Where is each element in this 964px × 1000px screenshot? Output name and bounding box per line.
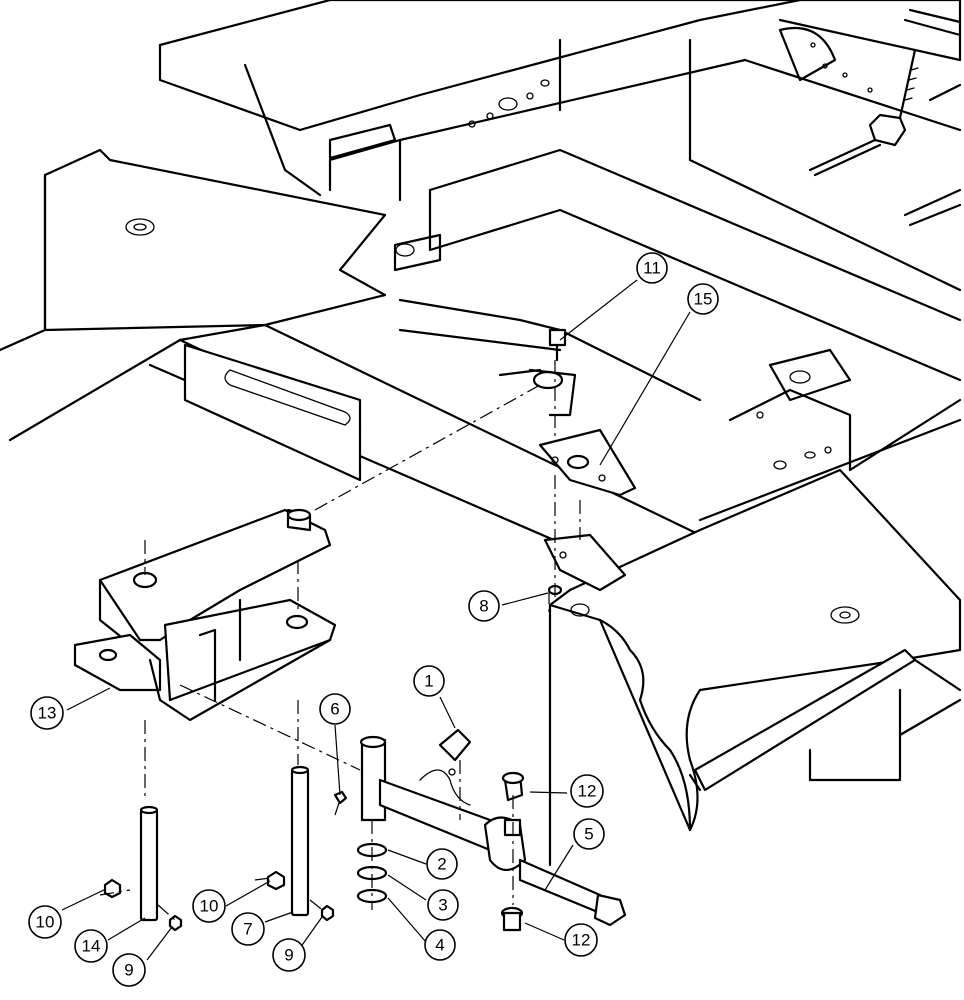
callout-3: 3 [427,889,459,921]
callout-12-bottom: 12 [564,923,598,957]
callout-label: 14 [82,937,101,956]
callout-9-right: 9 [272,938,306,972]
callout-13: 13 [30,696,64,730]
callout-4: 4 [424,929,456,961]
small-brackets [528,328,637,596]
callout-9-left: 9 [112,953,146,987]
callout-1: 1 [413,665,445,697]
callout-15: 15 [687,283,719,315]
callout-label: 15 [694,290,713,309]
callout-6: 6 [319,693,351,725]
callout-label: 7 [243,920,252,939]
callout-label: 9 [284,946,293,965]
callout-label: 13 [38,704,57,723]
callout-label: 10 [36,913,55,932]
callout-7: 7 [231,912,265,946]
main-rail [148,233,702,562]
pivot-bracket [73,508,337,722]
deck-frame [158,0,962,382]
callout-5: 5 [573,818,605,850]
callout-label: 11 [643,259,661,278]
right-lower-plate [548,468,962,867]
center-lines [99,360,581,921]
callout-label: 10 [200,897,219,916]
callout-label: 12 [572,931,591,950]
callout-label: 4 [435,936,444,955]
callout-label: 12 [578,782,597,801]
callout-label: 6 [330,700,339,719]
callout-10-right: 10 [192,889,226,923]
callout-8: 8 [468,590,500,622]
pins [103,765,335,932]
callout-label: 9 [124,961,133,980]
right-frame [698,348,962,522]
callout-label: 3 [438,896,447,915]
callout-label: 1 [424,672,433,691]
callout-12-top: 12 [570,774,604,808]
callout-10-left: 10 [28,905,62,939]
leader-lines [61,279,691,961]
callout-label: 8 [479,597,488,616]
callout-2: 2 [426,848,458,880]
callout-14: 14 [74,929,108,963]
callout-11: 11 [636,252,668,284]
callout-label: 2 [437,855,446,874]
callout-label: 5 [584,825,593,844]
